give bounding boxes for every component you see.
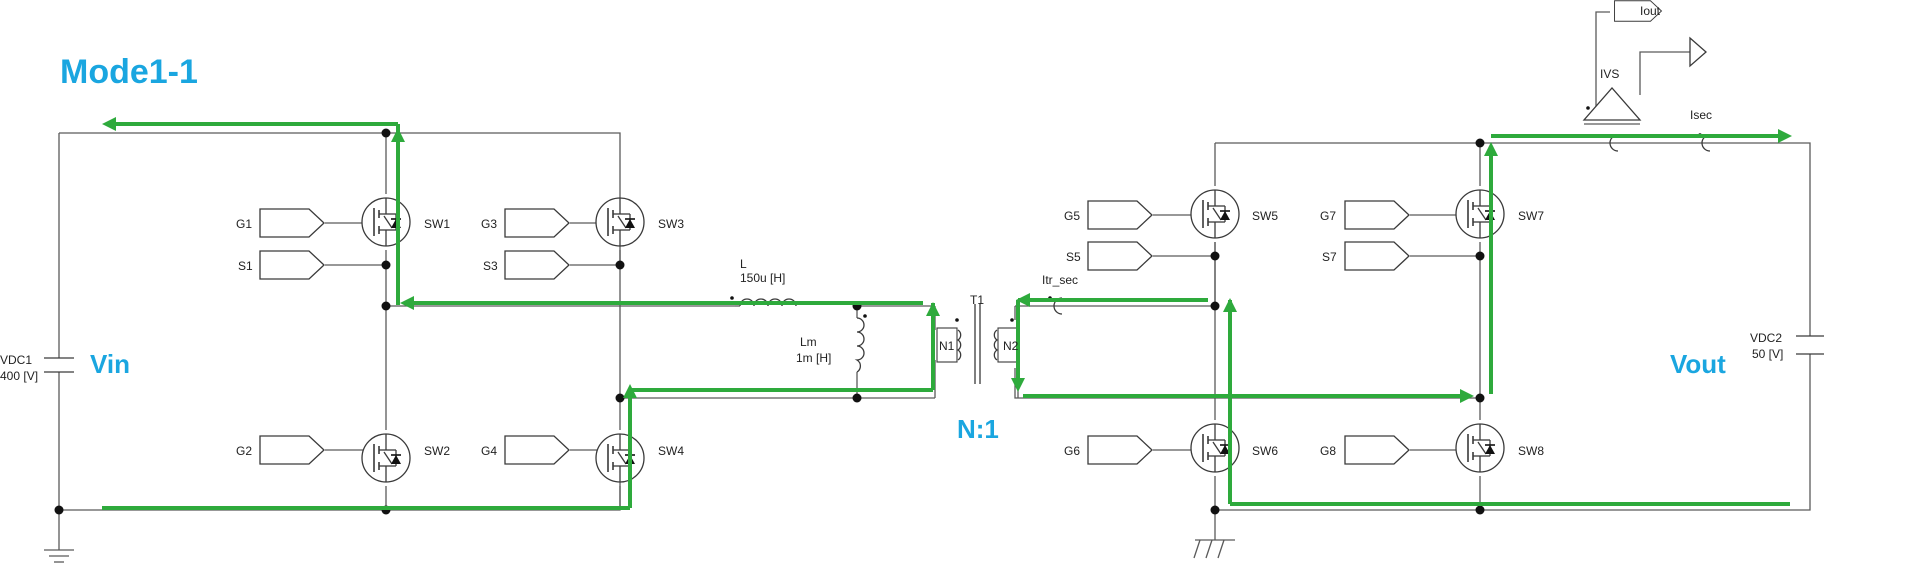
switch-label-sw7: SW7 (1518, 209, 1544, 223)
probe-ivs: IVS (1600, 67, 1619, 81)
gate-label-g7: G7 (1320, 209, 1336, 223)
gate-label-g2: G2 (236, 444, 252, 458)
transformer-t1 (936, 304, 1019, 398)
inductor-l-value: 150u [H] (740, 271, 785, 285)
mode-title: Mode1-1 (60, 53, 198, 91)
junction-dots (54, 128, 1485, 515)
vdc2-value: 50 [V] (1752, 347, 1783, 361)
gate-label-g8: G8 (1320, 444, 1336, 458)
probe-itr-sec: Itr_sec (1042, 273, 1078, 287)
inductor-l (730, 296, 797, 307)
inductor-l-name: L (740, 257, 747, 271)
gate-label-s7: S7 (1322, 250, 1337, 264)
vdc1-source (44, 357, 74, 373)
switch-label-sw8: SW8 (1518, 444, 1544, 458)
vdc1-name: VDC1 (0, 353, 32, 367)
secondary-wiring (1014, 11, 1811, 559)
gate-label-g1: G1 (236, 217, 252, 231)
switch-label-sw4: SW4 (658, 444, 684, 458)
inductor-lm-name: Lm (800, 335, 817, 349)
gate-label-g5: G5 (1064, 209, 1080, 223)
ratio-label: N:1 (957, 414, 999, 444)
vout-label: Vout (1670, 349, 1726, 379)
gate-label-g4: G4 (481, 444, 497, 458)
switch-label-sw6: SW6 (1252, 444, 1278, 458)
vin-label: Vin (90, 349, 130, 379)
current-flow-path (102, 117, 1792, 510)
gate-ports (259, 0, 1707, 465)
transformer-n1: N1 (939, 339, 955, 353)
gate-label-s1: S1 (238, 259, 253, 273)
vdc2-source (1796, 335, 1824, 355)
probe-iout: Iout (1640, 4, 1661, 18)
gate-label-g3: G3 (481, 217, 497, 231)
transformer-n2: N2 (1003, 339, 1019, 353)
switch-label-sw1: SW1 (424, 217, 450, 231)
gate-label-g6: G6 (1064, 444, 1080, 458)
gate-label-s3: S3 (483, 259, 498, 273)
gate-label-s5: S5 (1066, 250, 1081, 264)
ivs-sensor (1582, 87, 1642, 125)
inductor-lm-value: 1m [H] (796, 351, 831, 365)
probe-isec: Isec (1690, 108, 1712, 122)
inductor-lm (854, 314, 867, 373)
switch-label-sw2: SW2 (424, 444, 450, 458)
transformer-name: T1 (970, 293, 984, 307)
vdc1-value: 400 [V] (0, 369, 38, 383)
vdc2-name: VDC2 (1750, 331, 1782, 345)
switch-label-sw5: SW5 (1252, 209, 1278, 223)
switch-label-sw3: SW3 (658, 217, 684, 231)
